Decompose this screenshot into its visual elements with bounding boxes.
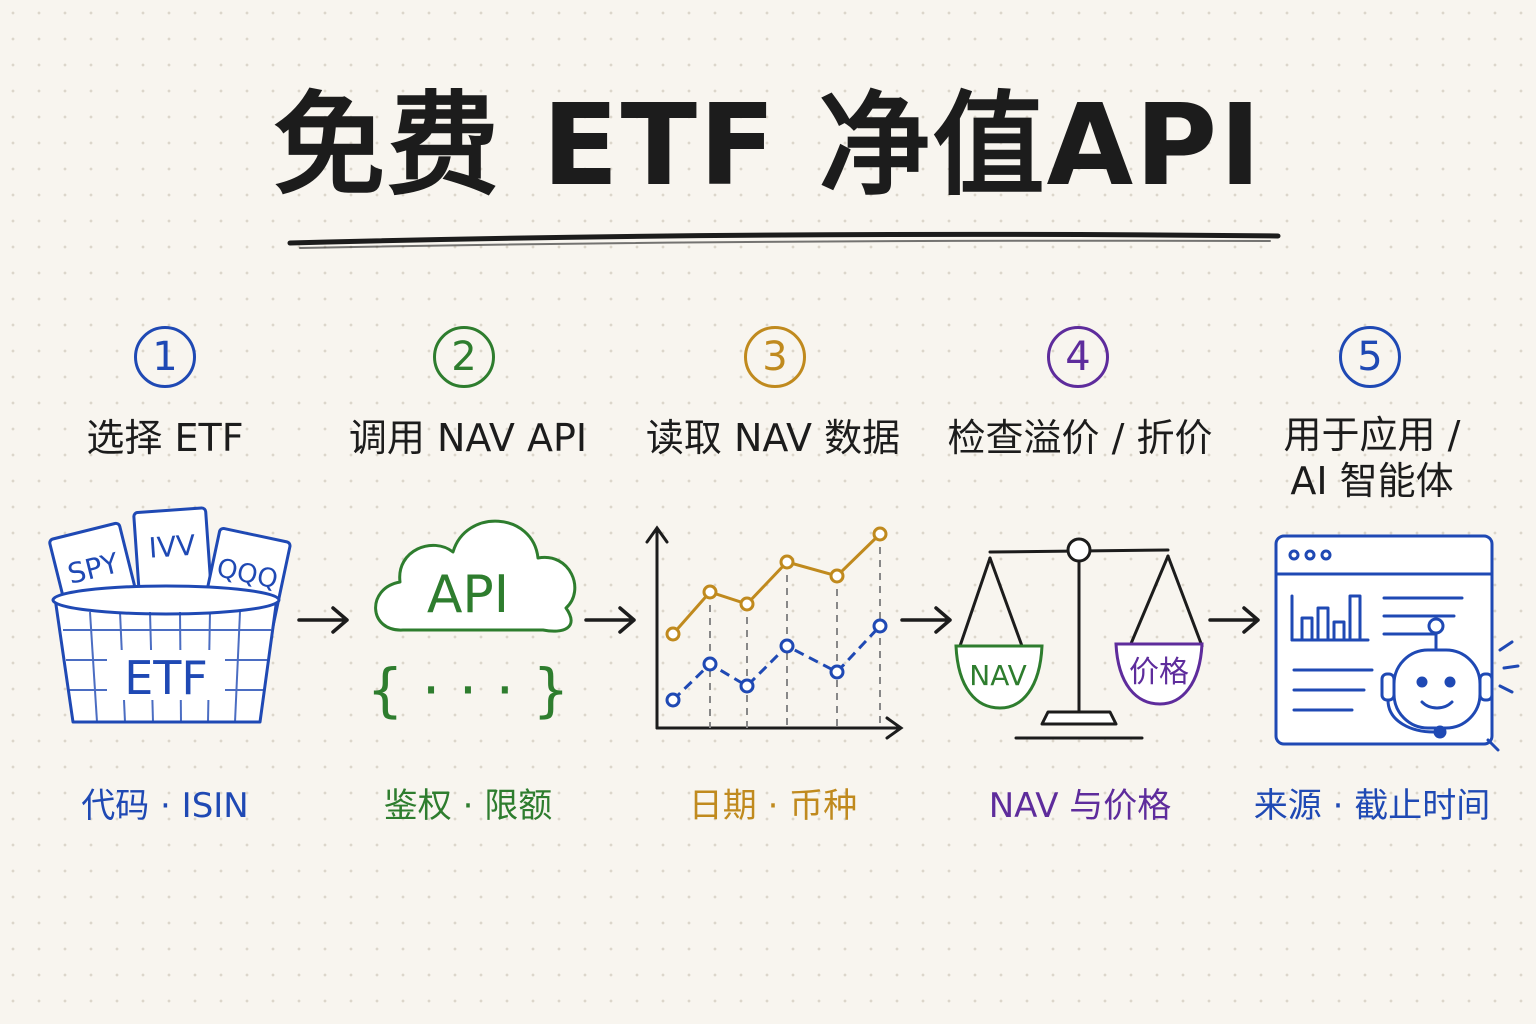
basket-label: ETF — [124, 651, 208, 705]
step-subtitle: NAV 与价格 — [988, 786, 1172, 826]
step-label: 调用 NAV API — [348, 416, 588, 460]
step-label: 选择 ETF — [86, 416, 244, 460]
step-subtitle: 来源 · 截止时间 — [1253, 786, 1491, 826]
page-title: 免费 ETF 净值API — [273, 81, 1263, 211]
code-braces-label: { · · · } — [367, 656, 570, 724]
arrow-right-icon — [1208, 606, 1260, 634]
step-subtitle: 鉴权 · 限额 — [383, 786, 553, 826]
step-number-badge: 2 — [433, 326, 495, 388]
cloud-label: API — [427, 565, 509, 625]
step-2: 2 调用 NAV API API { · · · } 鉴权 · 限额 — [318, 0, 618, 1024]
step-number-badge: 4 — [1047, 326, 1109, 388]
step-5: 5 用于应用 / AI 智能体 — [1222, 0, 1522, 1024]
line-chart-icon — [645, 525, 904, 740]
arrow-right-icon — [584, 606, 636, 634]
arrow-right-icon — [297, 606, 349, 634]
step-label: 读取 NAV 数据 — [645, 416, 901, 460]
api-cloud-icon: API { · · · } — [367, 519, 577, 724]
app-robot-icon — [1274, 534, 1520, 752]
step-label: 用于应用 / AI 智能体 — [1283, 413, 1461, 504]
step-number-badge: 3 — [744, 326, 806, 388]
balance-scale-icon: NAV 价格 — [954, 537, 1204, 740]
title-underline — [287, 231, 1281, 249]
step-number-badge: 1 — [134, 326, 196, 388]
step-3: 3 读取 NAV 数据 日期 · 币种 — [623, 0, 923, 1024]
step-subtitle: 代码 · ISIN — [81, 786, 249, 826]
step-1: 1 选择 ETF SPY IVV QQQ — [15, 0, 315, 1024]
step-4: 4 检查溢价 / 折价 NAV 价格 NAV 与价格 — [930, 0, 1230, 1024]
card-label: IVV — [148, 529, 197, 565]
step-label: 检查溢价 / 折价 — [947, 416, 1213, 460]
arrow-right-icon — [900, 606, 952, 634]
pan-label-nav: NAV — [969, 659, 1026, 692]
etf-basket-icon: SPY IVV QQQ — [48, 506, 292, 724]
pan-label-price: 价格 — [1129, 655, 1189, 690]
step-number-badge: 5 — [1339, 326, 1401, 388]
step-subtitle: 日期 · 币种 — [688, 786, 858, 826]
